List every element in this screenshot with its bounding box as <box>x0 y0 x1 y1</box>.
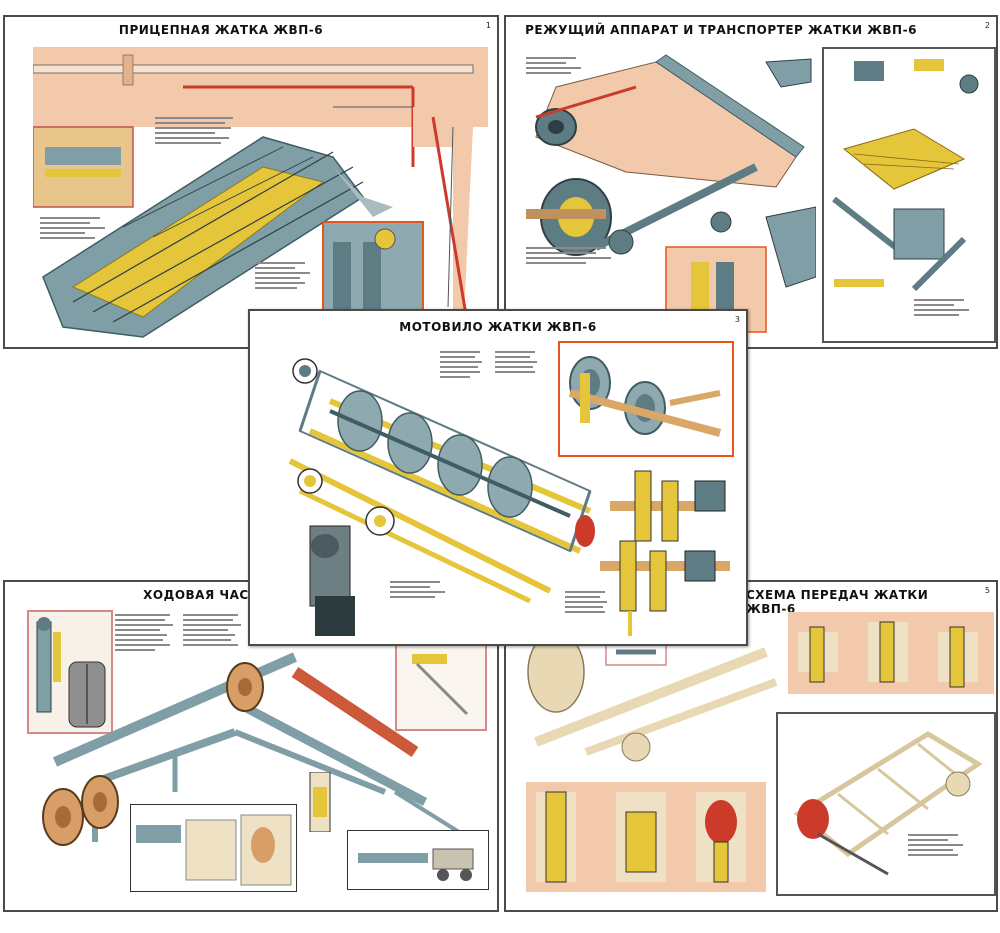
text-block <box>155 117 235 147</box>
running-gear-drawing <box>42 652 475 846</box>
reel-drive-inset <box>776 712 996 896</box>
gearbox-section-drawing <box>600 470 730 636</box>
legend-list <box>908 834 968 859</box>
poster-title: РЕЖУЩИЙ АППАРАТ И ТРАНСПОРТЕР ЖАТКИ ЖВП-… <box>525 23 917 37</box>
legend-list <box>526 247 616 267</box>
text-block <box>183 614 243 649</box>
poster-title: ПРИЦЕПНАЯ ЖАТКА ЖВП-6 <box>118 23 324 37</box>
text-block <box>115 614 175 654</box>
wheel-detail-inset <box>27 610 113 734</box>
legend-list <box>390 581 450 601</box>
poster-title: МОТОВИЛО ЖАТКИ ЖВП-6 <box>399 320 597 334</box>
legend-list <box>255 262 315 292</box>
poster-title: СХЕМА ПЕРЕДАЧ ЖАТКИ ЖВП-6 <box>746 588 929 616</box>
cutting-apparatus-drawing <box>526 54 816 333</box>
poster-trailed-header[interactable]: ПРИЦЕПНАЯ ЖАТКА ЖВП-6 1 <box>3 15 499 349</box>
poster-transmission-scheme[interactable]: СХЕМА ПЕРЕДАЧ ЖАТКИ ЖВП-6 5 <box>504 580 998 912</box>
bearing-detail <box>309 772 331 832</box>
legend-list <box>526 57 586 77</box>
side-detail-inset <box>395 632 487 731</box>
transporter-inset <box>822 47 996 343</box>
tractor-coupling-inset <box>347 830 489 890</box>
poster-number: 2 <box>984 21 990 30</box>
poster-number: 1 <box>485 21 491 30</box>
legend-list <box>914 299 974 319</box>
legend-list <box>40 217 110 242</box>
poster-reel[interactable]: МОТОВИЛО ЖАТКИ ЖВП-6 3 <box>248 309 748 646</box>
legend-list <box>495 351 545 376</box>
gear-sections-inset <box>526 782 766 892</box>
legend-list <box>440 351 490 381</box>
hitch-detail-inset <box>130 804 297 892</box>
reel-drawing <box>288 358 595 636</box>
poster-number: 5 <box>984 586 990 595</box>
drive-sections-inset <box>788 612 994 694</box>
header-top-view-drawing <box>33 47 488 338</box>
poster-cutting-apparatus[interactable]: РЕЖУЩИЙ АППАРАТ И ТРАНСПОРТЕР ЖАТКИ ЖВП-… <box>504 15 998 349</box>
poster-number: 3 <box>734 315 740 324</box>
poster-title: ХОДОВАЯ ЧАСТЬ <box>143 588 267 602</box>
legend-list <box>565 591 615 616</box>
hub-cutaway-inset <box>558 341 734 457</box>
